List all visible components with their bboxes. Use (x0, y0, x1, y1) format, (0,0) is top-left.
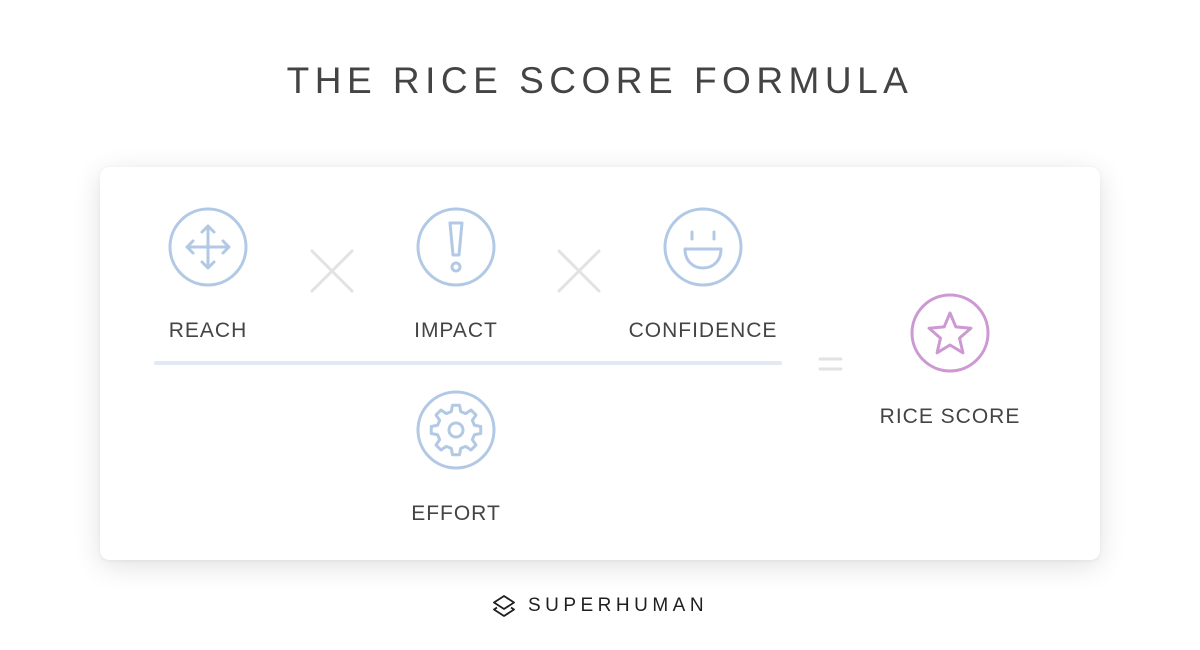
formula-card: REACH IMPACT (100, 167, 1100, 560)
rice-score-label: RICE SCORE (879, 405, 1021, 428)
reach-label: REACH (168, 319, 248, 342)
superhuman-logo-icon (492, 594, 516, 618)
multiply-operator-2 (557, 249, 601, 293)
effort-label: EFFORT (411, 502, 501, 525)
brand-footer: SUPERHUMAN (0, 592, 1200, 620)
multiply-operator-1 (310, 249, 354, 293)
page-title: THE RICE SCORE FORMULA (286, 60, 914, 101)
smiley-icon (663, 207, 743, 287)
fraction-line (154, 361, 782, 365)
impact-label: IMPACT (414, 319, 498, 342)
move-arrows-icon (168, 207, 248, 287)
star-icon (910, 293, 990, 373)
confidence-label: CONFIDENCE (628, 319, 778, 342)
brand-name: SUPERHUMAN (527, 595, 709, 616)
equals-operator (818, 354, 843, 374)
gear-icon (416, 390, 496, 470)
exclamation-icon (416, 207, 496, 287)
